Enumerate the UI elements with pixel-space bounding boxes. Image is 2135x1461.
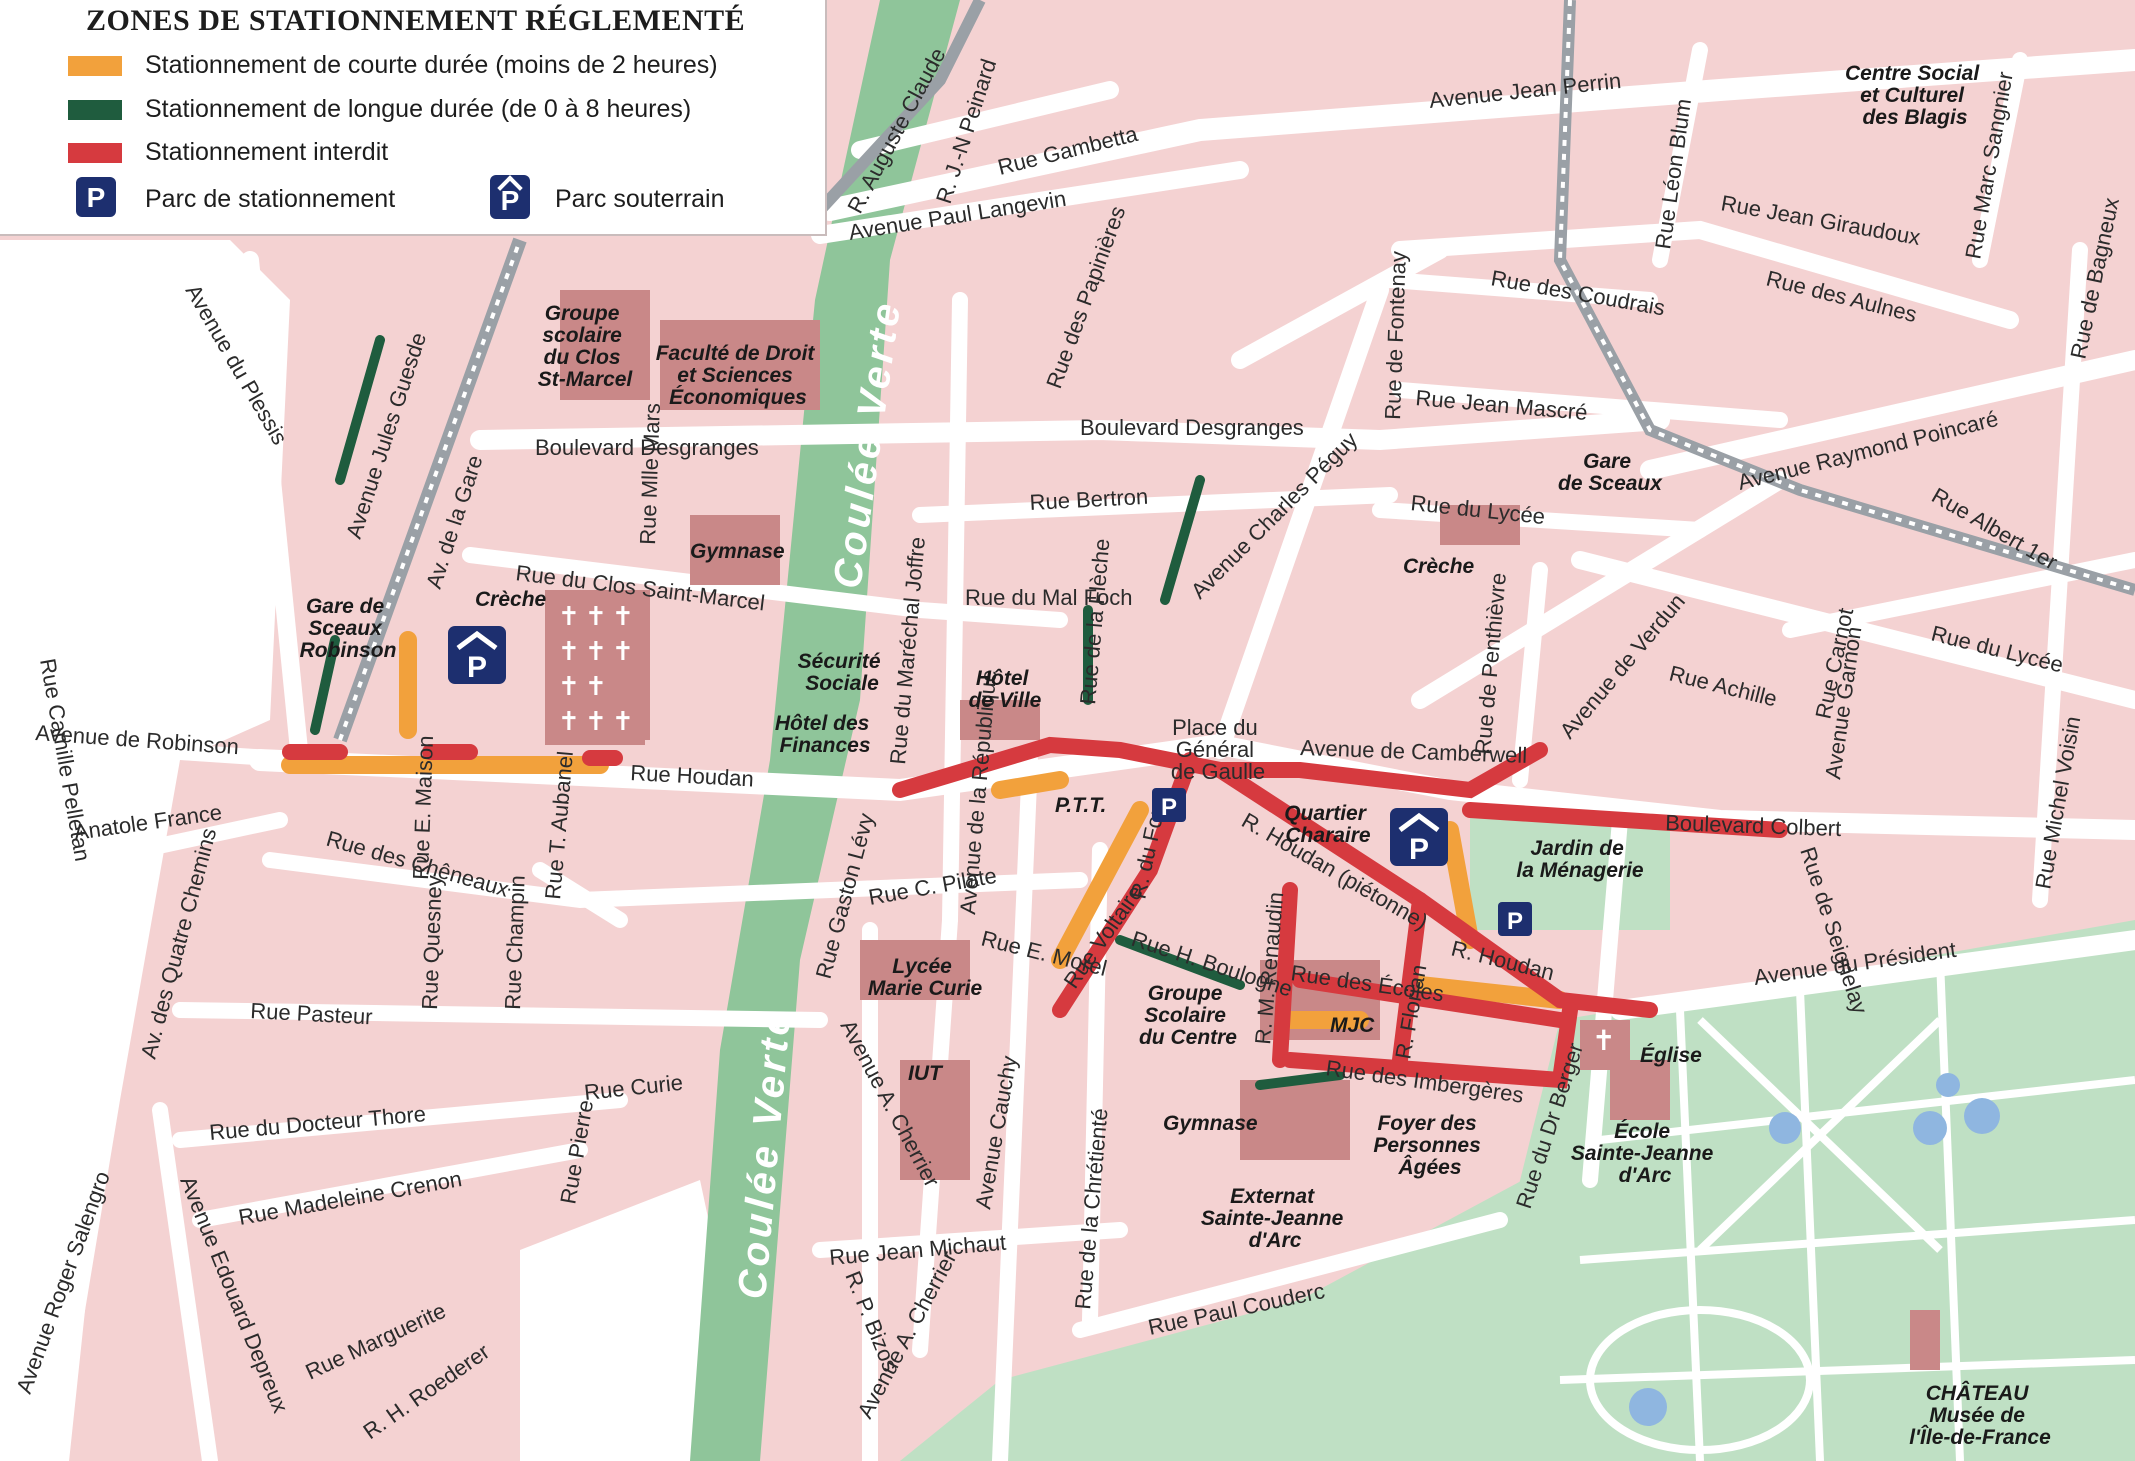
short-duration-parking [281,631,1569,1029]
cross-icon: ✝ [558,671,580,701]
label-centre-social: Centre Social et Culturel des Blagis [1845,62,1985,129]
park-paths [1559,959,2135,1461]
cross-icon: ✝ [585,601,607,631]
svg-text:P: P [1507,908,1523,935]
label-jardin-menagerie: Jardin de la Ménagerie [1516,837,1644,882]
label-rue-mlle-mars: Rue Mlle Mars [635,403,665,546]
parking-souterrain-charaire[interactable]: P [1390,808,1448,866]
cross-icon: ✝ [585,636,607,666]
no-parking-zones [282,736,1788,1089]
roof-icon [1398,812,1440,833]
legend-label-parc-souterrain: Parc souterrain [555,185,725,213]
legend-label-forbidden: Stationnement interdit [145,138,389,166]
park-pond-5 [1629,1388,1667,1426]
plessis-park-area [0,240,290,760]
label-chateau: CHÂTEAU Musée de l'Île-de-France [1909,1381,2051,1449]
label-lycee-marie-curie: Lycée Marie Curie [868,955,983,1000]
legend-title: ZONES DE STATIONNEMENT RÉGLEMENTÉ [86,4,746,37]
legend-swatch-forbidden [68,143,122,163]
label-creche-1: Crèche [475,588,547,611]
label-gare-de-sceaux: Gare de Sceaux [1558,450,1663,495]
map-legend: ZONES DE STATIONNEMENT RÉGLEMENTÉ Statio… [0,0,827,236]
label-gymnase-1: Gymnase [690,540,785,563]
label-foyer: Foyer des Personnes Âgées [1373,1112,1486,1179]
label-ptt: P.T.T. [1055,794,1106,817]
cross-icon: ✝ [585,671,607,701]
label-faculte: Faculté de Droit et Sciences Économiques [656,342,821,409]
label-boulevard-desgranges-2: Boulevard Desgranges [1080,415,1304,440]
label-iut: IUT [908,1062,944,1085]
park-pond-3 [1964,1098,2000,1134]
label-groupe-scolaire-centre: Groupe Scolaire du Centre [1139,982,1237,1049]
long-duration-parking [310,335,1345,1090]
chateau-park-lower [900,1160,1560,1461]
label-mjc: MJC [1330,1014,1375,1037]
svg-text:P: P [1409,833,1429,866]
label-gymnase-2: Gymnase [1163,1112,1258,1135]
park-pond-4 [1936,1073,1960,1097]
parking-souterrain-robinson[interactable]: P [448,626,506,684]
label-rue-quesney: Rue Quesney [417,875,447,1010]
cross-icon: ✝ [558,601,580,631]
svg-text:P: P [1161,794,1177,821]
cross-icon: ✝ [612,706,634,736]
parking-ptt[interactable]: P [1152,788,1186,822]
label-place-du-general: Place du Général de Gaulle [1171,715,1265,784]
cross-icon: ✝ [558,706,580,736]
label-hotel-finances: Hôtel des Finances [775,712,875,757]
label-rue-du-mal-foch: Rue du Mal Foch [965,585,1133,610]
place-labels: Centre Social et Culturel des Blagis Gro… [300,62,2051,1449]
label-groupe-scolaire-clos: Groupe scolaire du Clos St-Marcel [538,302,634,391]
label-quartier-charaire: Quartier Charaire [1284,802,1372,847]
label-rue-champin: Rue Champin [500,875,530,1010]
underground-parking-icon: P [490,175,530,219]
legend-swatch-short [68,56,122,76]
railway-lines [333,0,2135,743]
parking-icon: P [76,177,116,217]
cemetery-area [545,590,645,745]
label-externat: Externat Sainte-Jeanne d'Arc [1201,1185,1349,1252]
cemetery-crosses: ✝ ✝ ✝ ✝ ✝ ✝ ✝ ✝ ✝ ✝ ✝ ✝ [558,601,1615,1056]
coulee-verte-strip [690,0,960,1461]
parking-menagerie[interactable]: P [1498,902,1532,936]
label-boulevard-desgranges-1: Boulevard Desgranges [535,435,759,460]
park-pond-1 [1769,1112,1801,1144]
legend-label-parc: Parc de stationnement [145,185,396,213]
cross-icon: ✝ [612,601,634,631]
cross-icon: ✝ [612,636,634,666]
legend-swatch-long [68,100,122,120]
cross-icon: ✝ [585,706,607,736]
park-pond-2 [1913,1111,1947,1145]
svg-text:P: P [467,651,487,684]
label-gare-robinson: Gare de Sceaux Robinson [300,595,397,662]
label-rue-bertron: Rue Bertron [1029,484,1149,515]
legend-label-long: Stationnement de longue durée (de 0 à 8 … [145,95,692,123]
label-creche-2: Crèche [1403,555,1475,578]
roof-icon [456,630,498,651]
label-boulevard-colbert: Boulevard Colbert [1665,810,1842,841]
label-rue-de-fontenay: Rue de Fontenay [1380,251,1411,421]
label-securite-sociale: Sécurité Sociale [798,650,887,695]
label-ecole-sainte-jeanne: École Sainte-Jeanne d'Arc [1571,1120,1719,1187]
label-hotel-de-ville: Hôtel de Ville [969,667,1042,712]
label-rue-e-maison: Rue E. Maison [408,735,438,880]
label-eglise: Église [1640,1044,1702,1067]
church-cross-icon: ✝ [1592,1025,1615,1056]
legend-label-short: Stationnement de courte durée (moins de … [145,51,718,79]
cross-icon: ✝ [558,636,580,666]
